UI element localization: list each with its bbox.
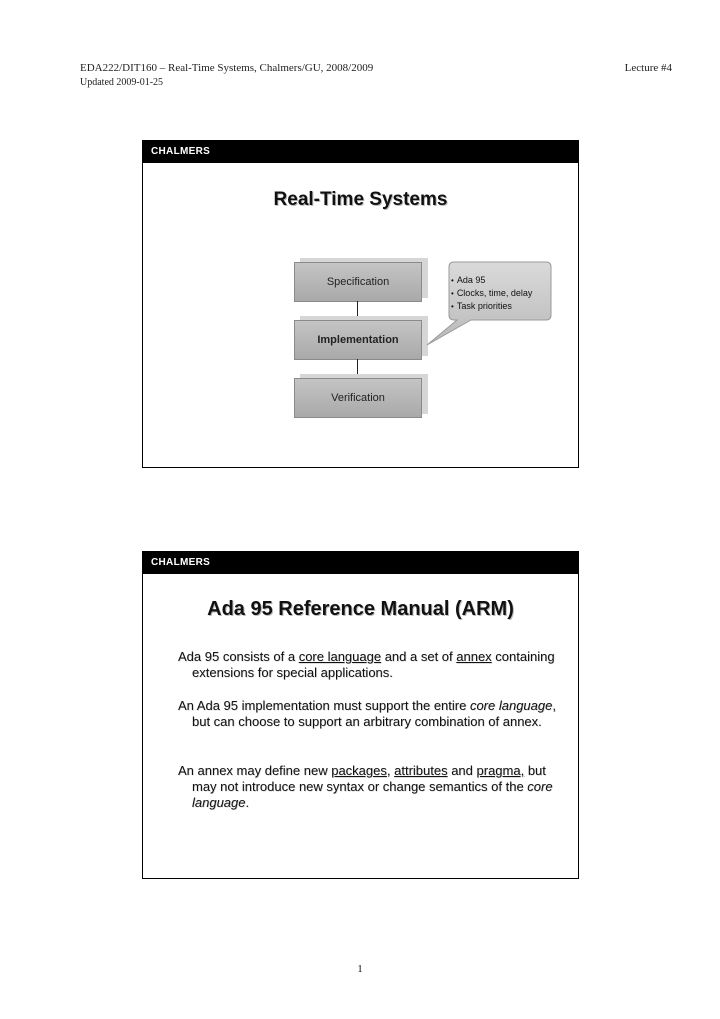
- text-run: An annex may define new: [178, 763, 332, 778]
- text-run: Ada 95 consists of a: [178, 649, 299, 664]
- text-run: .: [245, 795, 250, 810]
- slide-ada-95-reference-manual: CHALMERS Ada 95 Reference Manual (ARM) A…: [142, 551, 579, 879]
- term-pragma: pragma,: [476, 763, 525, 778]
- paragraph-annex: An annex may define new packages, attrib…: [178, 763, 572, 811]
- callout-item: Task priorities: [451, 300, 532, 313]
- callout-list: Ada 95 Clocks, time, delay Task prioriti…: [451, 274, 533, 313]
- lecture-number: Lecture #4: [624, 62, 672, 74]
- term-packages: packages: [331, 763, 387, 778]
- down-arrow-icon: [354, 301, 360, 321]
- text-run: ,: [386, 763, 395, 778]
- course-header: EDA222/DIT160 – Real-Time Systems, Chalm…: [80, 62, 374, 74]
- text-run: An Ada 95 implementation must support th…: [178, 698, 470, 713]
- term-core-language: core language: [298, 649, 382, 664]
- text-run: but may not introduce new syntax or chan…: [192, 763, 546, 794]
- slide-title: Ada 95 Reference Manual (ARM): [207, 598, 514, 620]
- term-core-language: core language: [192, 779, 553, 810]
- text-run: and a set of: [381, 649, 457, 664]
- term-attributes: attributes: [394, 763, 448, 778]
- chalmers-logo: CHALMERS: [143, 141, 578, 163]
- callout-item: Ada 95: [451, 274, 532, 287]
- slide-real-time-systems: CHALMERS Real-Time Systems Specification…: [142, 140, 579, 468]
- text-run: containing extensions for special applic…: [192, 649, 555, 680]
- specification-box: Specification: [294, 262, 422, 302]
- paragraph-implementation: An Ada 95 implementation must support th…: [178, 698, 572, 730]
- page-number: 1: [357, 963, 363, 975]
- paragraph-core-language: Ada 95 consists of a core language and a…: [178, 649, 572, 681]
- text-run: , but can choose to support an arbitrary…: [192, 698, 556, 729]
- term-core-language: core language: [469, 698, 553, 713]
- term-annex: annex: [456, 649, 492, 664]
- implementation-box: Implementation: [294, 320, 422, 360]
- chalmers-logo: CHALMERS: [143, 552, 578, 574]
- callout-item: Clocks, time, delay: [451, 287, 533, 300]
- updated-date: Updated 2009-01-25: [80, 77, 164, 88]
- slide-title: Real-Time Systems: [273, 189, 448, 210]
- verification-box: Verification: [294, 378, 422, 418]
- text-run: and: [447, 763, 477, 778]
- down-arrow-icon: [354, 359, 360, 379]
